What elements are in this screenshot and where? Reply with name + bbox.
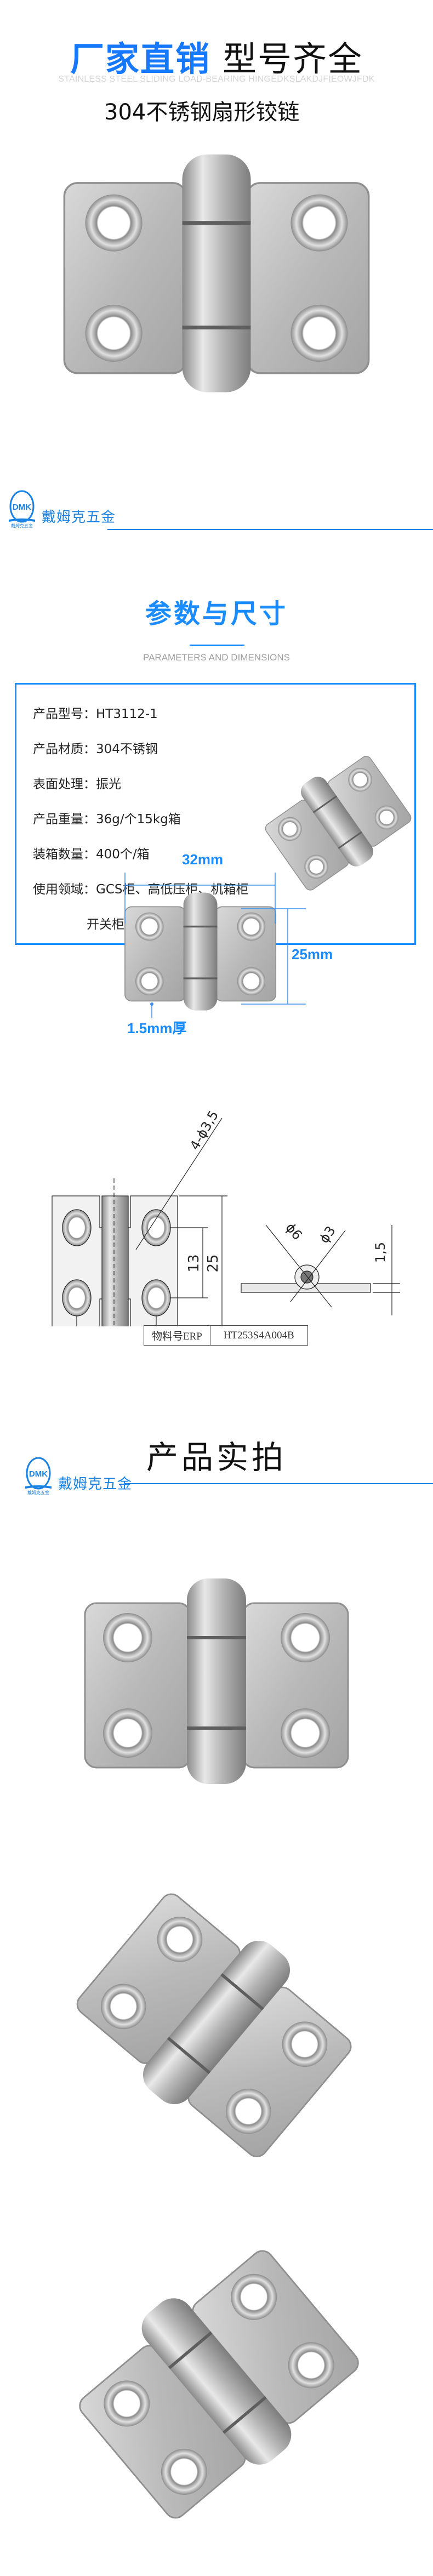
divider <box>125 1483 433 1484</box>
dmk-logo-icon: DMK 戴姆克五金 <box>8 489 36 528</box>
hinge-image <box>63 153 370 394</box>
param-row-packing: 装箱数量：400个/箱 <box>33 847 150 862</box>
param-row-material: 产品材质：304不锈钢 <box>33 742 158 756</box>
hero-subtitle-en: STAINLESS STEEL SLIDING LOAD-BEARING HIN… <box>58 75 375 84</box>
brand-logo: DMK 戴姆克五金 戴姆克五金 <box>8 489 116 528</box>
erp-value: HT253S4A004B <box>209 1325 308 1346</box>
svg-text:1,5: 1,5 <box>373 1242 388 1263</box>
svg-text:ϕ6: ϕ6 <box>282 1220 305 1243</box>
hero-product-image <box>63 153 370 394</box>
hero-title: 厂家直销型号齐全 <box>0 37 433 81</box>
param-row-finish: 表面处理：振光 <box>33 777 121 791</box>
erp-table: 物料号ERP HT253S4A004B <box>144 1325 308 1346</box>
dimension-height-label: 25mm <box>292 946 333 962</box>
technical-drawing: 4-ϕ3,5 13 25 20 32 ϕ6 ϕ3 1,5 <box>52 1108 400 1326</box>
hero-title-rest: 型号齐全 <box>223 39 363 79</box>
dmk-logo-icon: DMK 戴姆克五金 <box>24 1456 53 1495</box>
section-subtitle-params: PARAMETERS AND DIMENSIONS <box>143 652 290 663</box>
brand-name: 戴姆克五金 <box>42 509 116 526</box>
svg-text:ϕ3: ϕ3 <box>316 1223 339 1246</box>
dimension-photo <box>124 873 306 1018</box>
brand-logo: DMK 戴姆克五金 戴姆克五金 <box>24 1456 132 1495</box>
param-row-model: 产品型号：HT3112-1 <box>33 707 158 721</box>
divider <box>107 529 433 530</box>
svg-text:戴姆克五金: 戴姆克五金 <box>27 1490 49 1495</box>
section-title-underline <box>190 645 244 646</box>
section-title-real-photos: 产品实拍 <box>146 1439 287 1476</box>
section-title-params: 参数与尺寸 <box>145 599 288 629</box>
svg-text:DMK: DMK <box>29 1469 48 1479</box>
svg-text:13: 13 <box>186 1254 202 1272</box>
svg-text:戴姆克五金: 戴姆克五金 <box>11 523 33 528</box>
svg-text:25: 25 <box>205 1254 221 1272</box>
product-photo-front <box>84 1577 349 1785</box>
hero-model-name: 304不锈钢扇形铰链 <box>104 100 300 125</box>
brand-name: 戴姆克五金 <box>58 1476 133 1492</box>
dimension-width-label: 32mm <box>182 851 224 868</box>
dimension-thickness-label: 1.5mm厚 <box>127 1020 187 1036</box>
erp-label: 物料号ERP <box>144 1325 210 1346</box>
svg-text:DMK: DMK <box>13 503 31 512</box>
product-photo-angled-1 <box>62 1872 371 2173</box>
param-row-weight: 产品重量：36g/个15kg箱 <box>33 812 181 827</box>
svg-text:4-ϕ3,5: 4-ϕ3,5 <box>187 1108 221 1153</box>
table-row: 物料号ERP HT253S4A004B <box>144 1325 308 1346</box>
hero-title-highlight: 厂家直销 <box>70 39 210 79</box>
product-photo-angled-2 <box>60 2228 373 2535</box>
